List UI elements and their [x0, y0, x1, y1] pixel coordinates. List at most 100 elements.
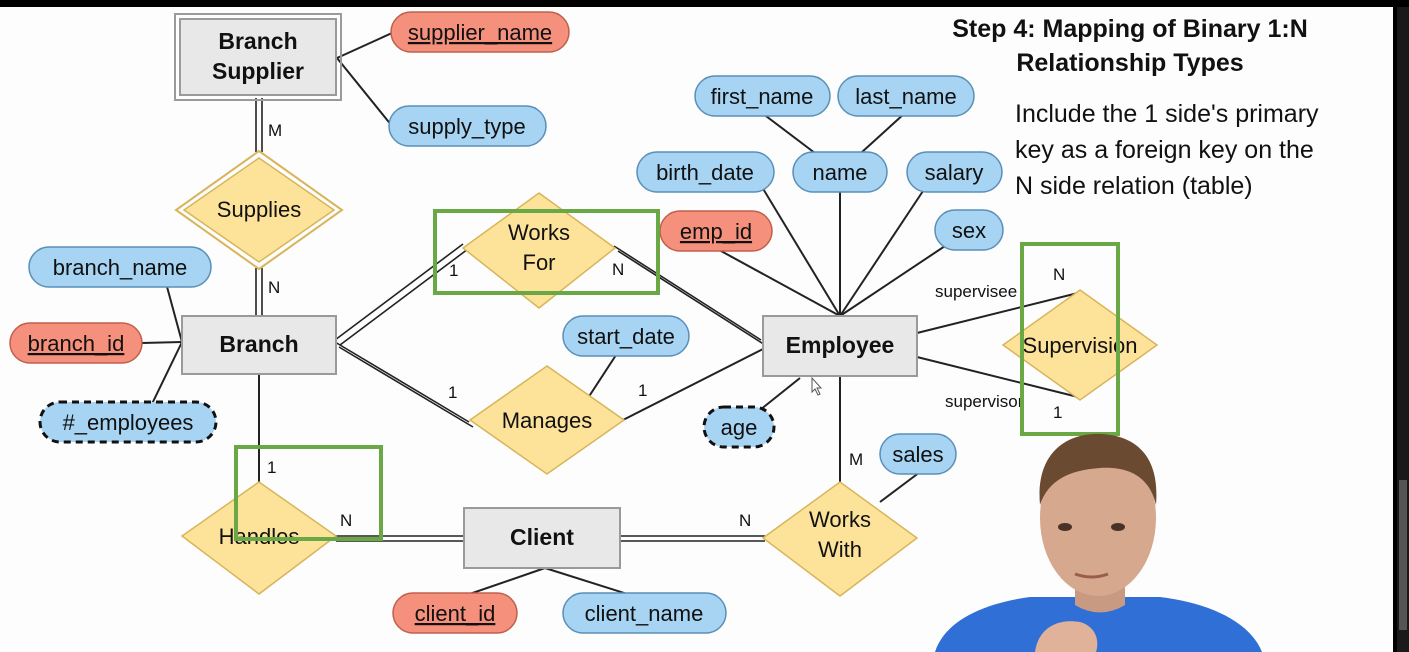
- attributes: [9, 11, 1004, 634]
- entity-label: Employee: [786, 332, 895, 358]
- line-branch-name: [165, 282, 183, 343]
- relationship-supplies: Supplies: [174, 149, 344, 271]
- attr-label: first_name: [711, 84, 814, 109]
- highlight-boxes: [234, 209, 1120, 541]
- highlight-works-for: [433, 209, 660, 295]
- mouse-cursor-icon: [811, 376, 823, 396]
- entity-label: Branch: [218, 28, 297, 54]
- attr-label: start_date: [577, 324, 675, 349]
- attr-sex: [934, 209, 1004, 251]
- role-label: supervisor: [945, 392, 1024, 411]
- cardinality-label: M: [849, 450, 863, 469]
- attr-name: [792, 151, 888, 193]
- relationship-label: With: [818, 537, 862, 562]
- attr-label: sales: [892, 442, 943, 467]
- person-eye-left: [1058, 523, 1072, 531]
- heading-line: Relationship Types: [1016, 49, 1244, 77]
- role-label: supervisee: [935, 282, 1017, 301]
- attribute-labels: supplier_name supply_type branch_name br…: [28, 20, 986, 626]
- attr-supplier-name: [390, 11, 570, 53]
- attr-label: birth_date: [656, 160, 754, 185]
- cardinality-label: 1: [1053, 403, 1062, 422]
- attr-label: #_employees: [63, 410, 194, 435]
- line-workswith-sales: [879, 471, 921, 503]
- person-eye-right: [1111, 523, 1125, 531]
- cardinality-label: 1: [267, 458, 276, 477]
- highlight-supervision: [1020, 242, 1120, 436]
- relationship-label: Works: [508, 220, 570, 245]
- attr-label: branch_name: [53, 255, 188, 280]
- attr-branch-name: [28, 246, 212, 288]
- attr-branch-id: [9, 322, 143, 364]
- relationship-label: Handles: [219, 524, 300, 549]
- cardinality-labels: M N 1 N 1 1 1 N M N N 1: [267, 121, 1065, 530]
- line-emp-sex: [839, 245, 946, 317]
- entity-employee: Employee: [762, 315, 918, 377]
- person-face: [1040, 440, 1156, 596]
- attr-label: emp_id: [680, 219, 752, 244]
- relationship-label: Supervision: [1023, 333, 1138, 358]
- attr-label: client_name: [585, 601, 704, 626]
- cardinality-label: N: [340, 511, 352, 530]
- presenter-webcam: [935, 433, 1262, 652]
- attr-label: supplier_name: [408, 20, 552, 45]
- line-branch-id: [141, 341, 183, 344]
- relationship-label: Supplies: [217, 197, 301, 222]
- line-emp-age: [759, 377, 801, 411]
- entity-label: Branch: [219, 331, 298, 357]
- cardinality-label: N: [739, 511, 751, 530]
- attr-first-name: [694, 75, 831, 117]
- highlight-handles: [234, 445, 383, 541]
- attr-age: [702, 405, 776, 449]
- line-supervisor: [916, 356, 1083, 399]
- role-labels: supervisee supervisor: [935, 282, 1024, 411]
- cardinality-label: M: [268, 121, 282, 140]
- line-emp-empid: [709, 244, 841, 317]
- entity-client: Client: [463, 507, 621, 569]
- attr-sales: [879, 433, 957, 475]
- relationship-works-with: Works With: [761, 481, 919, 597]
- cardinality-label: 1: [638, 381, 647, 400]
- attr-supply-type: [388, 105, 547, 147]
- attr-label: salary: [925, 160, 984, 185]
- person-hands: [1035, 621, 1098, 652]
- attr-birth-date: [636, 151, 775, 193]
- entity-label: Client: [510, 524, 574, 550]
- relationship-works-for: Works For: [461, 192, 617, 309]
- attr-last-name: [837, 75, 975, 117]
- entity-label: Supplier: [212, 58, 304, 84]
- entity-branch: Branch: [181, 315, 337, 375]
- cardinality-label: N: [268, 278, 280, 297]
- line-bs-supply-type: [336, 57, 393, 127]
- relationship-label: Works: [809, 507, 871, 532]
- line-emp-salary: [839, 187, 926, 317]
- relationship-label: Manages: [502, 408, 593, 433]
- relationship-label: For: [523, 250, 556, 275]
- cardinality-label: 1: [448, 383, 457, 402]
- heading-line: Step 4: Mapping of Binary 1:N: [952, 15, 1308, 43]
- attr-label: sex: [952, 218, 986, 243]
- description-line: Include the 1 side's primary: [1015, 100, 1319, 128]
- person-mouth: [1074, 572, 1109, 579]
- line-branch-employees: [149, 341, 183, 409]
- attr-label: branch_id: [28, 331, 125, 356]
- line-manages-startdate: [587, 351, 619, 399]
- attr-salary: [906, 151, 1003, 193]
- attr-start-date: [562, 315, 690, 357]
- line-emp-birth: [761, 186, 841, 317]
- entity-branch-supplier: Branch Supplier: [174, 13, 342, 101]
- attr-num-employees: [38, 400, 218, 444]
- slide-description: Include the 1 side's primary key as a fo…: [1015, 96, 1390, 204]
- attr-label: client_id: [415, 601, 496, 626]
- line-manages-employee: [622, 348, 764, 421]
- attr-label: supply_type: [408, 114, 525, 139]
- slide-heading: Step 4: Mapping of Binary 1:N Relationsh…: [890, 12, 1370, 80]
- attr-label: last_name: [855, 84, 957, 109]
- description-line: key as a foreign key on the: [1015, 136, 1314, 164]
- scrollbar-thumb[interactable]: [1399, 480, 1407, 630]
- cardinality-label: N: [1053, 265, 1065, 284]
- line-bs-supplier-name: [336, 32, 393, 59]
- line-supervisee: [916, 291, 1083, 334]
- relationship-manages: Manages: [468, 365, 626, 475]
